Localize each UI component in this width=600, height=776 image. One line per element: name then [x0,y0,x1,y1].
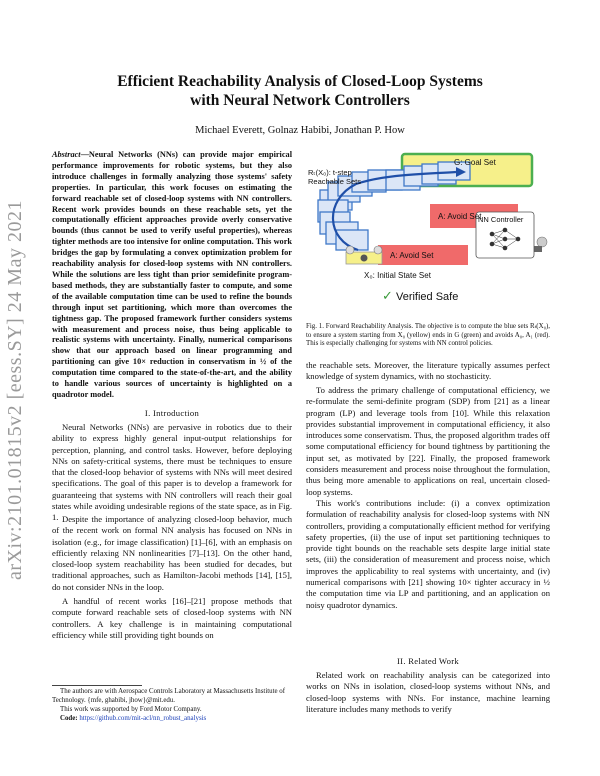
nn-controller-box [475,211,535,259]
label-reachable-line1: Rₜ(X₀): t-step [308,168,352,177]
figure-reachability: Rₜ(X₀): t-step Reachable Sets G: Goal Se… [306,150,550,310]
verified-safe: ✓ Verified Safe [382,288,458,304]
paper-title: Efficient Reachability Analysis of Close… [60,72,540,110]
intro-paragraph-1: Neural Networks (NNs) are pervasive in r… [52,422,292,523]
label-reachable-sets: Rₜ(X₀): t-step Reachable Sets [308,168,361,186]
trajectory-arrowhead [456,167,466,177]
section-heading-related-work: II. Related Work [397,656,459,666]
footnote-rule [52,685,142,686]
abstract: Abstract—Neural Networks (NNs) can provi… [52,150,292,401]
code-link[interactable]: https://github.com/mit-acl/nn_robust_ana… [79,715,207,722]
footnote-funding: This work was supported by Ford Motor Co… [60,706,202,713]
related-paragraph-1: Related work on reachability analysis ca… [306,670,550,714]
figure-illustration [317,152,548,265]
right-paragraph-2: This work's contributions include: (i) a… [306,498,550,610]
footnote-code-label: Code: [60,715,78,722]
abstract-lead: Abstract [52,150,81,159]
right-paragraph-1: To address the primary challenge of comp… [306,385,550,497]
title-line-1: Efficient Reachability Analysis of Close… [117,73,483,90]
label-avoid-set-1: A: Avoid Set [438,212,482,221]
author-list: Michael Everett, Golnaz Habibi, Jonathan… [195,125,405,136]
title-line-2: with Neural Network Controllers [190,92,410,109]
footnote-affiliation: The authors are with Aerospace Controls … [52,688,286,704]
intro-paragraph-3: A handful of recent works [16]–[21] prop… [52,596,292,640]
label-nn-controller: NN Controller [478,215,524,224]
abstract-body: —Neural Networks (NNs) can provide major… [52,150,292,399]
drone-initial-state [345,245,383,265]
footnote-code: Code: https://github.com/mit-acl/nn_robu… [52,715,292,724]
arxiv-identifier: arXiv:2101.01815v2 [eess.SY] 24 May 2021 [4,200,26,580]
label-verified-safe: Verified Safe [395,291,459,303]
label-goal-set: G: Goal Set [454,158,496,167]
label-initial-state-set: X₀: Initial State Set [364,271,431,280]
avoid-set-0-region [378,245,468,265]
label-avoid-set-0: A: Avoid Set [390,251,434,260]
checkmark-icon: ✓ [382,288,393,303]
label-reachable-line2: Reachable Sets [308,177,361,186]
section-heading-introduction: I. Introduction [144,408,200,418]
figure-caption: Fig. 1. Forward Reachability Analysis. T… [306,323,550,348]
right-paragraph-0: the reachable sets. Moreover, the litera… [306,360,550,382]
trajectory-path [331,170,457,252]
intro-paragraph-2: Despite the importance of analyzing clos… [52,514,292,592]
